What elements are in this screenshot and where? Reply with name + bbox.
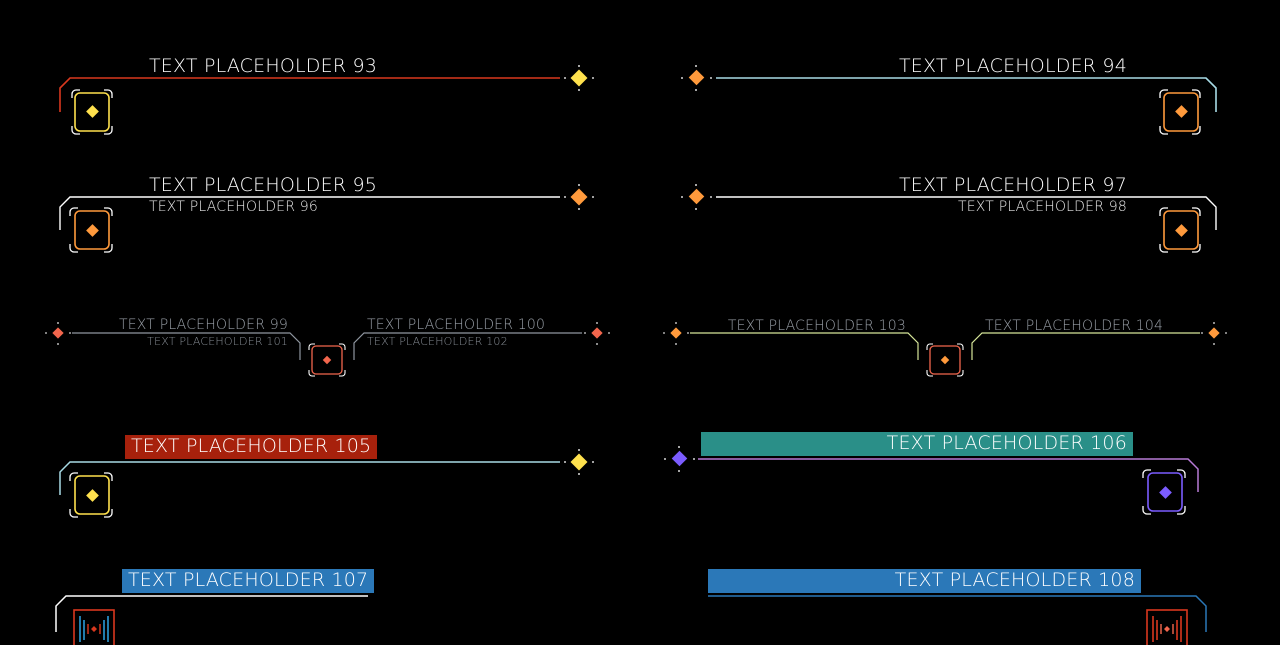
frame-line-right	[353, 332, 582, 360]
title-97: TEXT PLACEHOLDER 97	[898, 174, 1127, 196]
corner-box-icon	[71, 89, 113, 135]
frame-line	[716, 77, 1217, 112]
lower-third-107	[55, 595, 368, 645]
frame-line	[55, 595, 368, 632]
badge-107: TEXT PLACEHOLDER 107	[122, 569, 375, 593]
title-99: TEXT PLACEHOLDER 99	[118, 317, 288, 333]
frame-line	[698, 458, 1199, 492]
corner-box-icon	[926, 343, 964, 377]
frame-line	[59, 461, 560, 495]
corner-box-icon	[69, 207, 113, 253]
diamond-marker-icon	[663, 322, 689, 345]
lower-third-103-104	[663, 322, 1227, 377]
frame-line	[716, 196, 1217, 230]
title-104: TEXT PLACEHOLDER 104	[985, 318, 1164, 334]
audio-box-icon	[1146, 609, 1188, 645]
corner-box-icon	[1142, 469, 1186, 515]
diamond-marker-icon	[564, 184, 594, 210]
subtitle-96: TEXT PLACEHOLDER 96	[149, 199, 319, 215]
lower-third-106	[664, 446, 1199, 515]
diamond-marker-icon	[681, 65, 712, 91]
title-100: TEXT PLACEHOLDER 100	[367, 317, 546, 333]
diamond-marker-icon	[584, 322, 610, 345]
diamond-marker-icon	[564, 65, 594, 91]
diamond-marker-icon	[564, 449, 594, 475]
lower-third-105	[59, 449, 594, 518]
corner-box-icon	[1159, 89, 1201, 135]
frame-line	[59, 196, 560, 230]
frame-line	[708, 595, 1207, 632]
corner-box-icon	[308, 343, 346, 377]
lower-third-108	[708, 595, 1207, 645]
title-95: TEXT PLACEHOLDER 95	[149, 174, 378, 196]
title-93: TEXT PLACEHOLDER 93	[149, 55, 378, 77]
frame-line-right	[971, 332, 1200, 360]
diamond-marker-icon	[681, 184, 712, 210]
diamond-marker-icon	[1201, 322, 1227, 345]
diamond-marker-icon	[45, 322, 71, 345]
lower-third-95	[59, 184, 594, 253]
frame-line-left	[72, 332, 301, 360]
badge-106: TEXT PLACEHOLDER 106	[701, 432, 1133, 456]
title-103: TEXT PLACEHOLDER 103	[727, 318, 906, 334]
badge-108: TEXT PLACEHOLDER 108	[708, 569, 1141, 593]
corner-box-icon	[1159, 207, 1201, 253]
frame-line-left	[690, 332, 919, 360]
lower-third-99-102	[45, 322, 610, 377]
subtitle-98: TEXT PLACEHOLDER 98	[957, 199, 1127, 215]
subtitle-102: TEXT PLACEHOLDER 102	[367, 335, 508, 348]
diamond-marker-icon	[664, 446, 695, 472]
corner-box-icon	[69, 472, 113, 518]
frame-line	[59, 77, 560, 112]
subtitle-101: TEXT PLACEHOLDER 101	[147, 335, 288, 348]
audio-box-icon	[73, 609, 115, 645]
title-94: TEXT PLACEHOLDER 94	[898, 55, 1127, 77]
badge-105: TEXT PLACEHOLDER 105	[125, 435, 378, 459]
